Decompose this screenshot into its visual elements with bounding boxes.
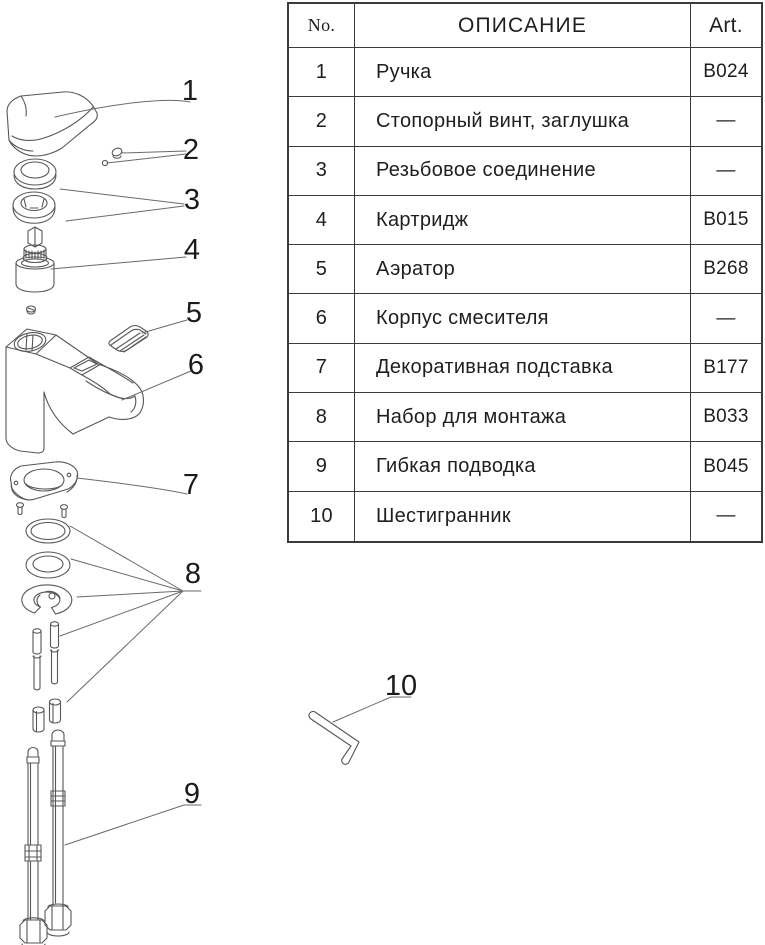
table-header-no: No. (289, 4, 355, 48)
table-cell-art: — (691, 491, 761, 541)
part-base-plate-drawing (9, 461, 79, 501)
table-cell-art: — (691, 146, 761, 196)
part-cartridge-drawing (15, 226, 55, 293)
table-cell-description: Декоративная подставка (355, 343, 691, 394)
table-cell-description: Стопорный винт, заглушка (355, 97, 691, 147)
part-hoses-drawing (19, 729, 72, 945)
table-cell-no: 9 (289, 442, 355, 492)
table-cell-description: Ручка (355, 48, 691, 98)
table-cell-no: 10 (289, 491, 355, 541)
table-cell-no: 6 (289, 294, 355, 344)
table-cell-art: B268 (691, 245, 761, 295)
part-mounting-set-drawing (15, 502, 73, 733)
table-cell-art: — (691, 97, 761, 147)
table-cell-no: 4 (289, 195, 355, 246)
part-aerator-drawing (25, 305, 149, 353)
part-mixer-body-drawing (5, 328, 144, 454)
table-cell-no: 3 (289, 146, 355, 196)
parts-table: No. ОПИСАНИЕ Art. 1 Ручка B024 2 Стопорн… (287, 2, 763, 543)
part-label-1: 1 (182, 75, 198, 107)
table-cell-description: Аэратор (355, 245, 691, 295)
part-hex-key-drawing (308, 710, 360, 765)
part-handle-drawing (6, 91, 98, 157)
part-label-6: 6 (188, 349, 204, 381)
table-cell-art: B024 (691, 48, 761, 98)
table-header-description: ОПИСАНИЕ (355, 4, 691, 48)
part-label-2: 2 (183, 134, 199, 166)
table-cell-description: Гибкая подводка (355, 442, 691, 492)
part-threaded-rings-drawing (12, 158, 57, 224)
table-cell-art: B033 (691, 393, 761, 443)
table-cell-description: Набор для монтажа (355, 393, 691, 443)
table-cell-no: 8 (289, 393, 355, 443)
part-label-5: 5 (186, 297, 202, 329)
table-cell-description: Картридж (355, 195, 691, 246)
table-cell-no: 2 (289, 97, 355, 147)
table-cell-art: B177 (691, 343, 761, 394)
table-cell-no: 7 (289, 343, 355, 394)
table-cell-description: Шестигранник (355, 491, 691, 541)
table-cell-art: — (691, 294, 761, 344)
table-cell-description: Резьбовое соединение (355, 146, 691, 196)
table-cell-art: B045 (691, 442, 761, 492)
leader-lines (50, 99, 412, 846)
table-cell-description: Корпус смесителя (355, 294, 691, 344)
table-cell-no: 1 (289, 48, 355, 98)
table-cell-no: 5 (289, 245, 355, 295)
part-label-9: 9 (184, 778, 200, 810)
table-header-art: Art. (691, 4, 761, 48)
part-label-8: 8 (185, 558, 201, 590)
part-label-7: 7 (183, 469, 199, 501)
part-label-10: 10 (385, 670, 417, 702)
table-cell-art: B015 (691, 195, 761, 246)
part-label-3: 3 (184, 184, 200, 216)
part-label-4: 4 (184, 234, 200, 266)
